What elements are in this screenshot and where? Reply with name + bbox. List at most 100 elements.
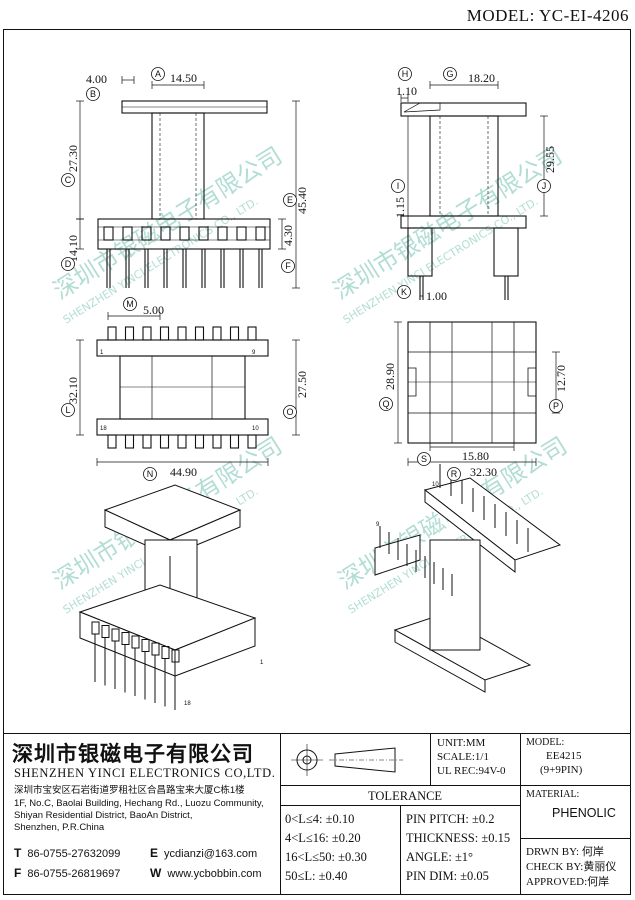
top-core bbox=[119, 355, 246, 420]
ref-circle-K bbox=[397, 285, 411, 299]
tolerance-right-1: THICKNESS: ±0.15 bbox=[406, 831, 511, 845]
material-label: MATERIAL: bbox=[526, 789, 580, 800]
approved-by: APPROVED:何岸 bbox=[526, 876, 610, 888]
top-pin-notch bbox=[194, 326, 205, 341]
ref-circle-J bbox=[537, 179, 551, 193]
ref-letter-Q: Q bbox=[382, 399, 389, 409]
tolerance-right-2: ANGLE: ±1° bbox=[406, 850, 474, 864]
ref-letter-R: R bbox=[451, 469, 458, 479]
tolerance-title: TOLERANCE bbox=[368, 789, 443, 803]
ref-circle-N bbox=[143, 467, 157, 481]
dim-value-H: 1.10 bbox=[396, 84, 417, 98]
pin-label-iso_1: 1 bbox=[260, 660, 264, 666]
top-pin-notch bbox=[107, 326, 117, 341]
bottom-pin-notch bbox=[177, 434, 187, 449]
dim-value-S: 15.80 bbox=[462, 449, 489, 463]
ref-letter-B: B bbox=[90, 89, 96, 99]
dimension-lines bbox=[76, 76, 560, 466]
front-pin-slot bbox=[255, 226, 266, 241]
dim-value-O: 27.50 bbox=[295, 371, 309, 398]
front-pin-slot bbox=[160, 226, 171, 241]
iso-view-left bbox=[78, 484, 257, 710]
ref-circle-I bbox=[391, 179, 405, 193]
dim-value-K: 1.00 bbox=[426, 289, 447, 303]
top-pin-notch bbox=[212, 326, 222, 341]
address-cn: 深圳市宝安区石岩街道罗租社区合昌路宝来大厦C栋1楼 bbox=[14, 785, 245, 796]
model-pins: (9+9PIN) bbox=[540, 764, 583, 776]
title-block bbox=[3, 733, 631, 895]
model-title: MODEL: YC-EI-4206 bbox=[466, 6, 629, 25]
top-view bbox=[96, 326, 269, 449]
front-pin-slot bbox=[103, 226, 114, 241]
ref-circle-B bbox=[86, 87, 100, 101]
ref-circle-Q bbox=[379, 397, 393, 411]
pin-label-iso_18: 18 bbox=[184, 701, 191, 707]
address-en-3: Shenzhen, P.R.China bbox=[14, 822, 105, 833]
ref-letter-C: C bbox=[65, 175, 72, 185]
ref-circle-O bbox=[283, 405, 297, 419]
side-top-flange bbox=[400, 102, 527, 117]
side-right-leg bbox=[493, 227, 519, 277]
dim-value-L: 32.10 bbox=[66, 377, 80, 404]
front-view bbox=[97, 100, 271, 288]
model-label: MODEL: bbox=[526, 737, 565, 748]
company-name-en: SHENZHEN YINCI ELECTRONICS CO,LTD. bbox=[14, 766, 276, 780]
drawing-frame bbox=[3, 29, 631, 895]
tolerance-left-1: 4<L≤16: ±0.20 bbox=[285, 831, 361, 845]
bottom-pin-notch bbox=[247, 434, 257, 449]
dim-value-C: 27.30 bbox=[66, 145, 80, 172]
material-value: PHENOLIC bbox=[552, 806, 616, 820]
dim-value-G: 18.20 bbox=[468, 71, 495, 85]
dim-value-B: 4.00 bbox=[86, 72, 107, 86]
dimension-labels: 14.504.0027.3014.1045.404.3018.201.101.1… bbox=[66, 71, 568, 479]
address-en-2: Shiyan Residential District, BaoAn Distr… bbox=[14, 810, 193, 821]
ref-letter-H: H bbox=[402, 69, 409, 79]
ref-circle-P bbox=[549, 399, 563, 413]
front-pin-slot bbox=[179, 226, 190, 241]
ref-circle-M bbox=[123, 297, 137, 311]
dim-value-D: 14.10 bbox=[66, 235, 80, 262]
top-pin-notches bbox=[107, 326, 257, 449]
top-pin-notch bbox=[159, 326, 170, 341]
top-pin-notch bbox=[142, 326, 152, 341]
front-pin-slot bbox=[198, 226, 209, 241]
pin-label-iso_10: 10 bbox=[432, 482, 439, 488]
top-lower-bar bbox=[96, 418, 269, 436]
ref-circle-E bbox=[283, 193, 297, 207]
ref-letter-S: S bbox=[421, 454, 427, 464]
top-pin-notch bbox=[247, 326, 257, 341]
bottom-pin-notch bbox=[212, 434, 222, 449]
tolerance-left-0: 0<L≤4: ±0.10 bbox=[285, 812, 355, 826]
top-pin-notch bbox=[177, 326, 187, 341]
pin-label-p18: 18 bbox=[100, 426, 107, 432]
unit: UNIT:MM bbox=[437, 737, 486, 749]
tolerance-left-3: 50≤L: ±0.40 bbox=[285, 869, 348, 883]
ref-letter-A: A bbox=[155, 69, 161, 79]
dim-value-J: 29.55 bbox=[543, 146, 557, 173]
front-base bbox=[97, 218, 271, 250]
side-view bbox=[400, 102, 527, 300]
pin-label-p9: 9 bbox=[252, 350, 256, 356]
ref-circle-A bbox=[151, 67, 165, 81]
top-pin-notch bbox=[124, 326, 135, 341]
tolerance-right-3: PIN DIM: ±0.05 bbox=[406, 869, 489, 883]
front-pin-slot bbox=[122, 226, 133, 241]
bottom-pin-notch bbox=[194, 434, 205, 449]
front-pin-slot bbox=[236, 226, 247, 241]
dim-value-R: 32.30 bbox=[470, 465, 497, 479]
top-pin-notch bbox=[229, 326, 240, 341]
iso-view-right bbox=[374, 464, 562, 693]
check-by: CHECK BY:黄丽仪 bbox=[526, 861, 617, 873]
ref-letter-F: F bbox=[285, 261, 291, 271]
side-base bbox=[400, 215, 527, 229]
pin-label-p1: 1 bbox=[100, 350, 104, 356]
company-name-cn: 深圳市银磁电子有限公司 bbox=[12, 741, 254, 766]
end-outline bbox=[407, 321, 537, 444]
